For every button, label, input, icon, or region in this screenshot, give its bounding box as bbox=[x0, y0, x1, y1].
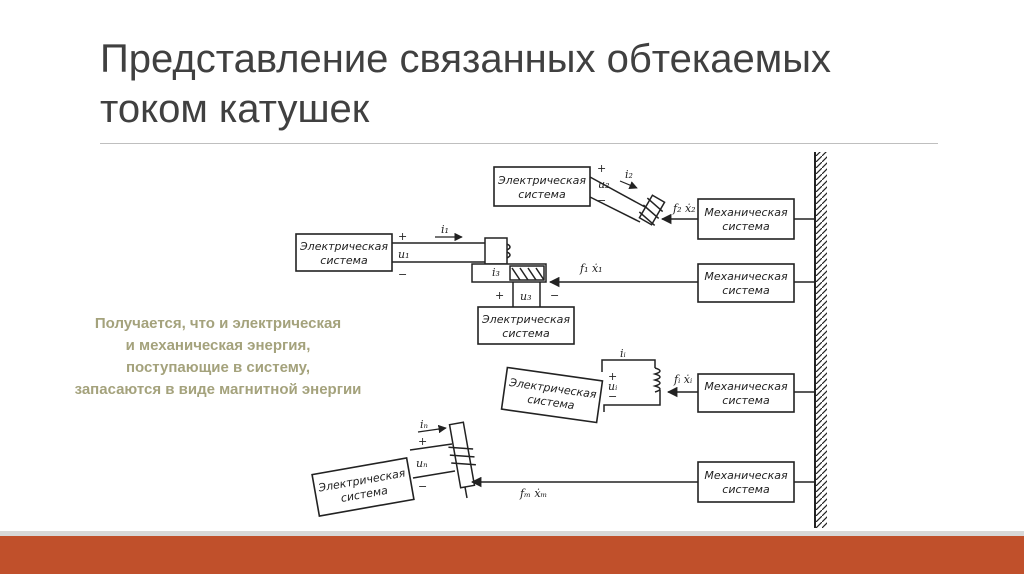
caption: Получается, что и электрическая и механи… bbox=[40, 313, 396, 401]
fixi-label: fᵢ ẋᵢ bbox=[673, 373, 692, 386]
mechanical-system-1-line-1: Механическая bbox=[704, 270, 788, 283]
ground-wall bbox=[814, 152, 827, 528]
minus-1: − bbox=[398, 268, 407, 281]
u1-label: u₁ bbox=[398, 248, 410, 261]
plus-3: + bbox=[495, 289, 504, 302]
mechanical-system-i-line-2: система bbox=[722, 394, 770, 407]
minus-2: − bbox=[597, 194, 606, 207]
coil-n-leads bbox=[409, 443, 456, 479]
coil-n bbox=[448, 421, 476, 499]
electrical-system-1-line-2: система bbox=[320, 254, 368, 267]
mechanical-system-1-line-2: система bbox=[722, 284, 770, 297]
electrical-system-3-line-1: Электрическая bbox=[481, 313, 570, 326]
i3-label: i₃ bbox=[492, 266, 500, 279]
minus-i: − bbox=[608, 390, 617, 403]
i1-label: i₁ bbox=[441, 223, 449, 236]
plus-i: + bbox=[608, 370, 617, 383]
coil-3-leads bbox=[512, 282, 541, 307]
in-arrow bbox=[417, 424, 447, 434]
mechanical-system-1: Механическая система bbox=[697, 263, 795, 303]
f2x2-label: f₂ ẋ₂ bbox=[672, 202, 696, 215]
plus-n: + bbox=[418, 435, 427, 448]
footer-divider bbox=[0, 531, 1024, 536]
minus-3: − bbox=[550, 289, 559, 302]
electrical-system-1: Электрическая система bbox=[295, 233, 393, 272]
minus-n: − bbox=[418, 480, 427, 493]
electrical-system-2-line-1: Электрическая bbox=[497, 174, 586, 187]
electrical-system-n: Электрическая система bbox=[311, 457, 415, 517]
i2-arrow bbox=[619, 180, 638, 190]
page-title: Представление связанных обтекаемых током… bbox=[100, 37, 832, 131]
electrical-system-2-line-2: система bbox=[518, 188, 566, 201]
footer-accent-bar bbox=[0, 536, 1024, 574]
u3-label: u₃ bbox=[520, 290, 532, 303]
electrical-system-1-line-1: Электрическая bbox=[299, 240, 388, 253]
coil-3-core bbox=[471, 263, 547, 283]
in-label: iₙ bbox=[420, 418, 428, 431]
mechanical-system-n-line-1: Механическая bbox=[704, 469, 788, 482]
coil-i bbox=[652, 367, 661, 393]
mechanical-system-2: Механическая система bbox=[697, 198, 795, 240]
mechanical-system-n: Механическая система bbox=[697, 461, 795, 503]
caption-line-3: поступающие в систему, bbox=[125, 359, 311, 376]
title-divider bbox=[100, 143, 938, 144]
caption-line-2: и механическая энергия, bbox=[125, 337, 311, 354]
mechanical-system-i: Механическая система bbox=[697, 373, 795, 413]
f1x1-label: f₁ ẋ₁ bbox=[579, 262, 603, 275]
u2-label: u₂ bbox=[598, 178, 610, 191]
electrical-system-3-line-2: система bbox=[502, 327, 550, 340]
caption-line-4: запасаются в виде магнитной энергии bbox=[74, 381, 362, 398]
un-label: uₙ bbox=[416, 457, 428, 470]
fmxm-label: fₘ ẋₘ bbox=[519, 487, 547, 500]
plus-2: + bbox=[597, 162, 606, 175]
electrical-system-i: Электрическая система bbox=[500, 366, 604, 424]
mechanical-system-n-line-2: система bbox=[722, 483, 770, 496]
mechanical-system-i-line-1: Механическая bbox=[704, 380, 788, 393]
plus-1: + bbox=[398, 230, 407, 243]
coil-i-leads bbox=[601, 359, 661, 412]
electrical-system-3: Электрическая система bbox=[477, 306, 575, 345]
ui-label: uᵢ bbox=[608, 380, 617, 393]
i2-label: i₂ bbox=[625, 168, 633, 181]
coil-1 bbox=[484, 237, 511, 265]
coil-2 bbox=[589, 176, 666, 226]
mechanical-system-2-line-1: Механическая bbox=[704, 206, 788, 219]
ii-label: iᵢ bbox=[620, 347, 626, 360]
mechanical-system-2-line-2: система bbox=[722, 220, 770, 233]
electrical-system-2: Электрическая система bbox=[493, 166, 591, 207]
coil-1-leads bbox=[392, 242, 485, 263]
caption-line-1: Получается, что и электрическая bbox=[94, 315, 342, 332]
